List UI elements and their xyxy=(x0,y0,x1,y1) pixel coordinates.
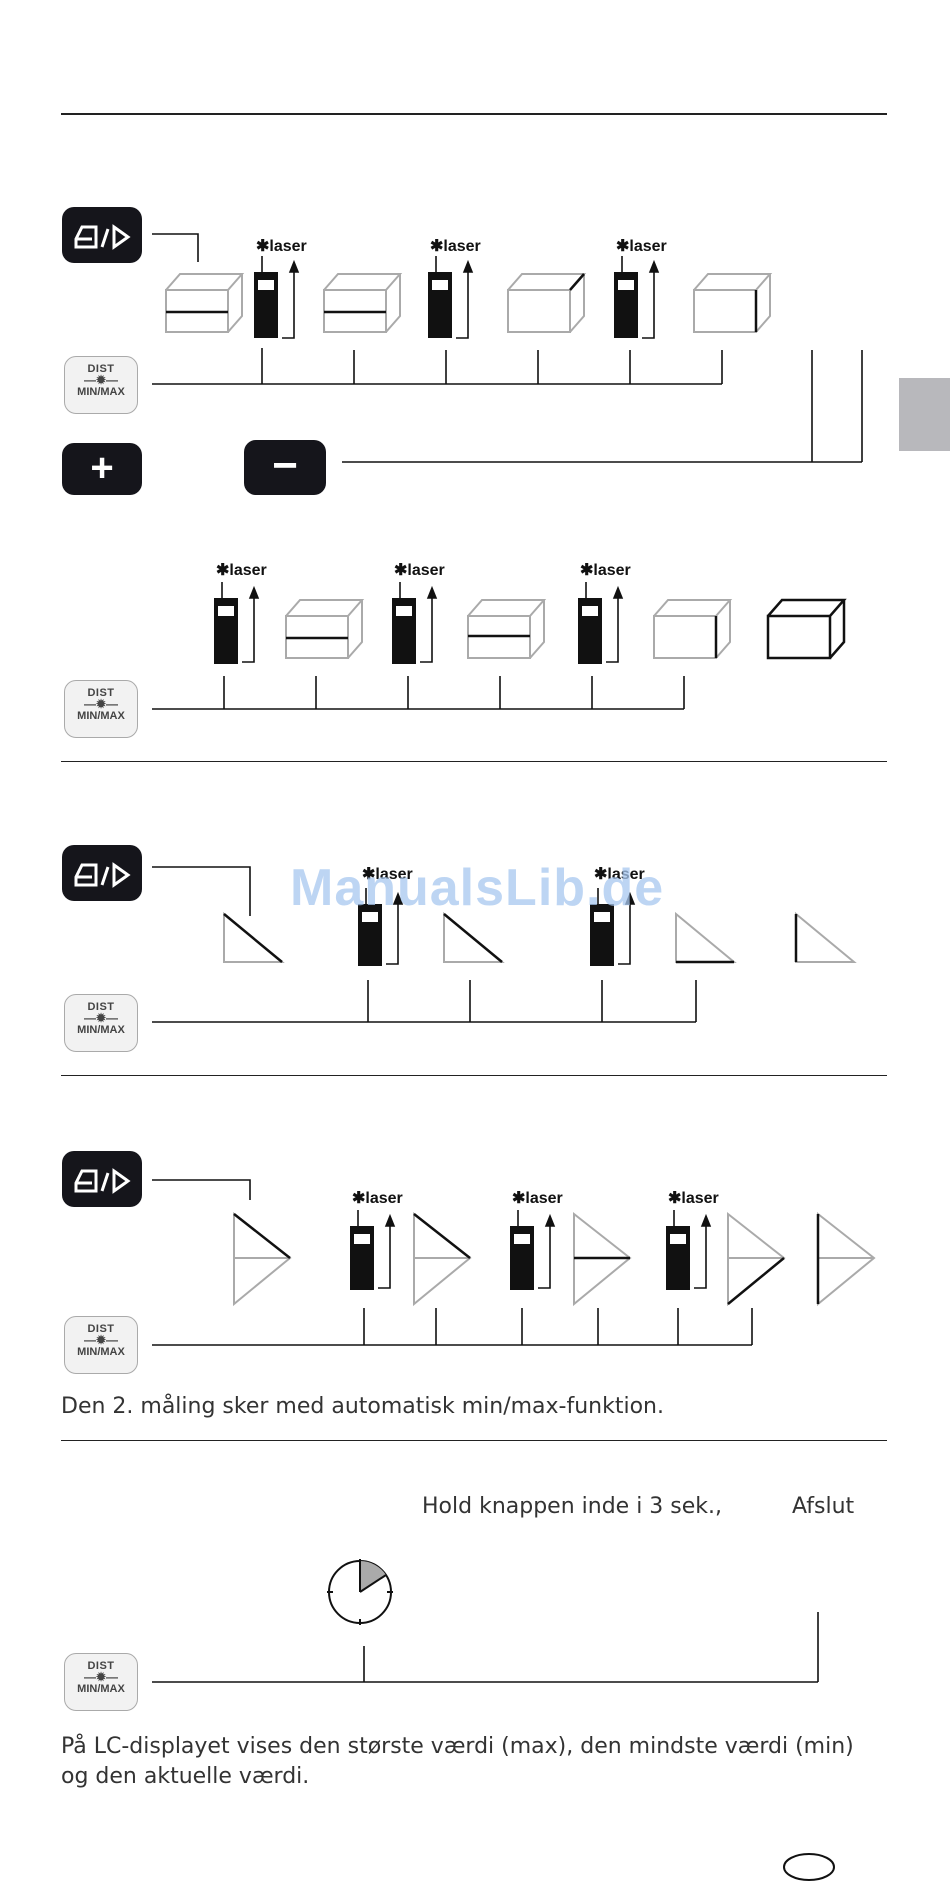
laser-label: ✱laser xyxy=(430,238,481,255)
mode-button-1[interactable] xyxy=(62,207,142,263)
laser-label: ✱laser xyxy=(256,238,307,255)
minmax-label: MIN/MAX xyxy=(77,1346,125,1358)
dist-label: DIST xyxy=(87,363,115,375)
mode-switch-icon xyxy=(74,224,131,250)
minmax-label: MIN/MAX xyxy=(77,710,125,722)
watermark: ManualsLib.de xyxy=(290,859,665,917)
laser-burst-icon: —✹— xyxy=(83,373,119,387)
minus-button[interactable]: − xyxy=(244,440,326,495)
dist-label: DIST xyxy=(87,1660,115,1672)
laser-burst-icon: —✹— xyxy=(83,1670,119,1684)
dist-label: DIST xyxy=(87,687,115,699)
mode-switch-icon xyxy=(74,1168,131,1194)
mode-button-2[interactable] xyxy=(62,845,142,901)
dist-minmax-button-1[interactable]: DIST —✹— MIN/MAX xyxy=(64,356,138,414)
laser-label: ✱laser xyxy=(512,1190,563,1207)
laser-label: ✱laser xyxy=(394,562,445,579)
dist-minmax-button-2[interactable]: DIST —✹— MIN/MAX xyxy=(64,680,138,738)
laser-label: ✱laser xyxy=(352,1190,403,1207)
laser-label: ✱laser xyxy=(616,238,667,255)
minmax-label: MIN/MAX xyxy=(77,1024,125,1036)
section-divider-2 xyxy=(61,1075,887,1076)
dist-minmax-button-3[interactable]: DIST —✹— MIN/MAX xyxy=(64,994,138,1052)
laser-label: ✱laser xyxy=(580,562,631,579)
plus-button[interactable]: + xyxy=(62,443,142,495)
caption-exit: Afslut xyxy=(792,1494,855,1519)
caption-display-values: På LC-displayet vises den største værdi … xyxy=(61,1734,854,1789)
dist-label: DIST xyxy=(87,1323,115,1335)
dist-minmax-button-4[interactable]: DIST —✹— MIN/MAX xyxy=(64,1316,138,1374)
dist-minmax-button-5[interactable]: DIST —✹— MIN/MAX xyxy=(64,1653,138,1711)
laser-burst-icon: —✹— xyxy=(83,1011,119,1025)
laser-label: ✱laser xyxy=(362,866,413,883)
side-tab xyxy=(899,378,950,451)
top-rule xyxy=(61,113,887,115)
laser-burst-icon: —✹— xyxy=(83,1333,119,1347)
laser-label: ✱laser xyxy=(668,1190,719,1207)
mode-switch-icon xyxy=(74,862,131,888)
mode-button-3[interactable] xyxy=(62,1151,142,1207)
minmax-label: MIN/MAX xyxy=(77,1683,125,1695)
dist-label: DIST xyxy=(87,1001,115,1013)
minmax-label: MIN/MAX xyxy=(77,386,125,398)
caption-hold-button: Hold knappen inde i 3 sek., xyxy=(422,1494,723,1519)
section-divider-1 xyxy=(61,761,887,762)
region-oval-icon xyxy=(783,1853,835,1881)
laser-label: ✱laser xyxy=(216,562,267,579)
laser-burst-icon: —✹— xyxy=(83,697,119,711)
section-divider-3 xyxy=(61,1440,887,1441)
caption-auto-minmax: Den 2. måling sker med automatisk min/ma… xyxy=(61,1394,664,1419)
clock-timer-icon xyxy=(327,1559,393,1625)
laser-label: ✱laser xyxy=(594,866,645,883)
